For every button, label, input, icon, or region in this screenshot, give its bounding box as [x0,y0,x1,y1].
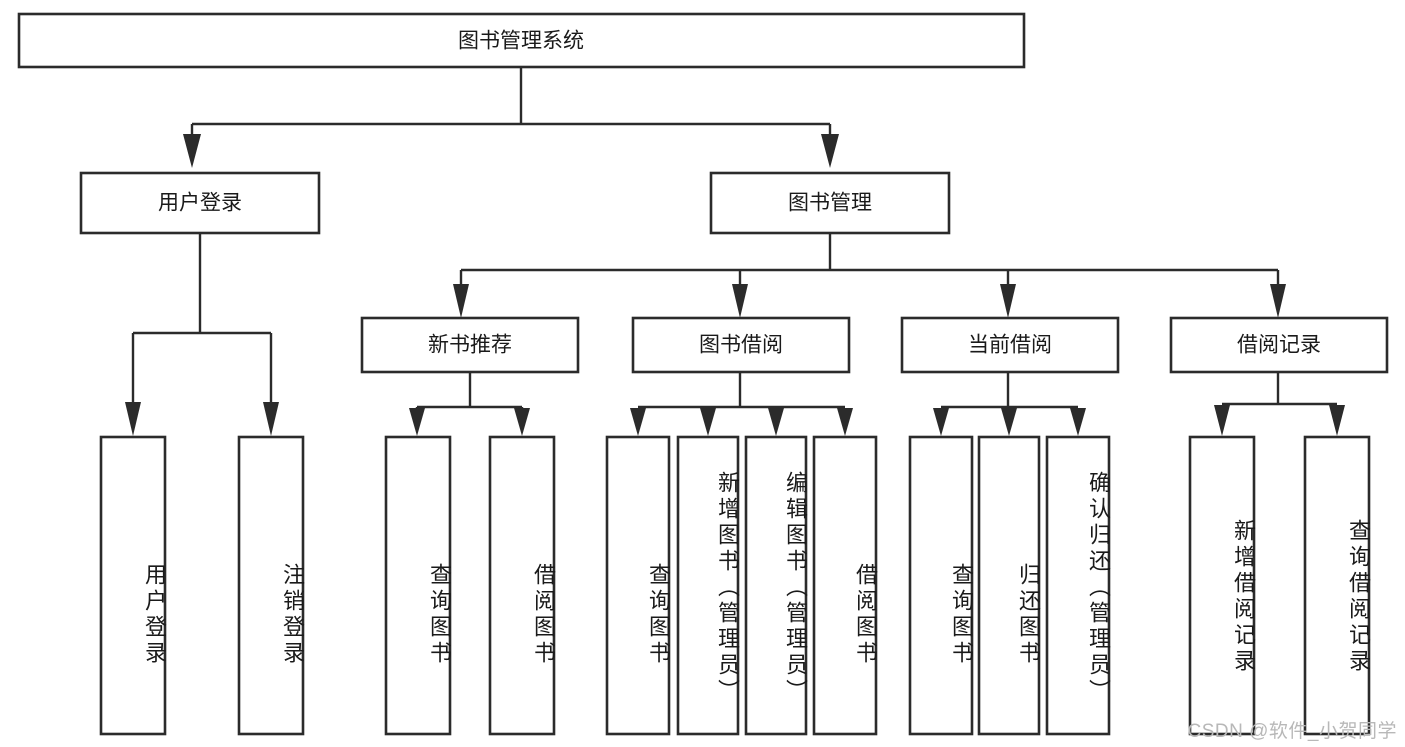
arrow-head-currentborrow-leaf-1 [933,408,949,436]
node-box-leaf-book-borrow-3[interactable] [744,435,808,736]
node-label-current-borrow: 当前借阅 [968,334,1052,357]
node-current-borrow[interactable]: 当前借阅 [900,316,1120,374]
node-box-leaf-user-login-1[interactable] [99,435,167,736]
node-box-leaf-current-borrow-1[interactable] [908,435,974,736]
arrow-head-bookborrow-leaf-3 [768,408,784,436]
connector-group-current-borrow [933,372,1086,436]
node-new-book-recommend[interactable]: 新书推荐 [360,316,580,374]
node-box-leaf-current-borrow-2[interactable] [977,435,1041,736]
node-box-book-borrow[interactable] [631,316,851,374]
connector-group-book-manage [453,233,1286,318]
arrow-head-borrowrecord-leaf-2 [1329,405,1345,436]
connector-group-user-login [125,233,279,436]
arrow-head-bookborrow-leaf-4 [837,408,853,436]
node-root-system[interactable]: 图书管理系统 [17,12,1026,69]
arrow-head-to-book-borrow [732,284,748,318]
node-label-book-borrow: 图书借阅 [699,334,783,357]
csdn-watermark: CSDN @软件_小贺同学 [1187,721,1397,742]
node-box-leaf-borrow-record-2[interactable] [1303,435,1371,736]
arrow-head-bookborrow-leaf-1 [630,408,646,436]
node-box-new-book-recommend[interactable] [360,316,580,374]
node-book-manage[interactable]: 图书管理 [709,171,951,235]
arrow-head-to-book-manage [821,134,839,168]
node-label-new-book-recommend: 新书推荐 [428,334,512,357]
connector-group-new-book [409,372,530,436]
node-box-book-manage[interactable] [709,171,951,235]
arrow-head-newbook-leaf-2 [514,408,530,436]
arrow-head-userlogin-leaf-2 [263,402,279,436]
node-box-current-borrow[interactable] [900,316,1120,374]
node-box-user-login[interactable] [79,171,321,235]
node-label-book-manage: 图书管理 [788,192,872,215]
node-box-borrow-record[interactable] [1169,316,1389,374]
node-box-leaf-current-borrow-3[interactable] [1045,435,1111,736]
node-box-leaf-book-borrow-1[interactable] [605,435,671,736]
node-box-leaf-new-book-1[interactable] [384,435,452,736]
arrow-head-to-borrow-record [1270,284,1286,318]
connector-group-book-borrow [630,372,853,436]
arrow-head-currentborrow-leaf-2 [1001,408,1017,436]
node-label-user-login: 用户登录 [158,192,242,215]
arrow-head-newbook-leaf-1 [409,408,425,436]
node-box-leaf-borrow-record-1[interactable] [1188,435,1256,736]
node-user-login[interactable]: 用户登录 [79,171,321,235]
node-book-borrow[interactable]: 图书借阅 [631,316,851,374]
node-box-leaf-user-login-2[interactable] [237,435,305,736]
node-box-leaf-book-borrow-4[interactable] [812,435,878,736]
node-box-leaf-new-book-2[interactable] [488,435,556,736]
arrow-head-borrowrecord-leaf-1 [1214,405,1230,436]
arrow-head-bookborrow-leaf-2 [700,408,716,436]
node-label-root: 图书管理系统 [458,30,584,53]
arrow-head-to-current-borrow [1000,284,1016,318]
arrow-head-currentborrow-leaf-3 [1070,408,1086,436]
connector-group-root [183,67,839,168]
connector-group-borrow-record [1214,372,1345,436]
arrow-head-userlogin-leaf-1 [125,402,141,436]
arrow-head-to-user-login [183,134,201,168]
node-box-root[interactable] [17,12,1026,69]
node-borrow-record[interactable]: 借阅记录 [1169,316,1389,374]
arrow-head-to-new-book [453,284,469,318]
node-label-borrow-record: 借阅记录 [1237,334,1321,357]
node-box-leaf-book-borrow-2[interactable] [676,435,740,736]
